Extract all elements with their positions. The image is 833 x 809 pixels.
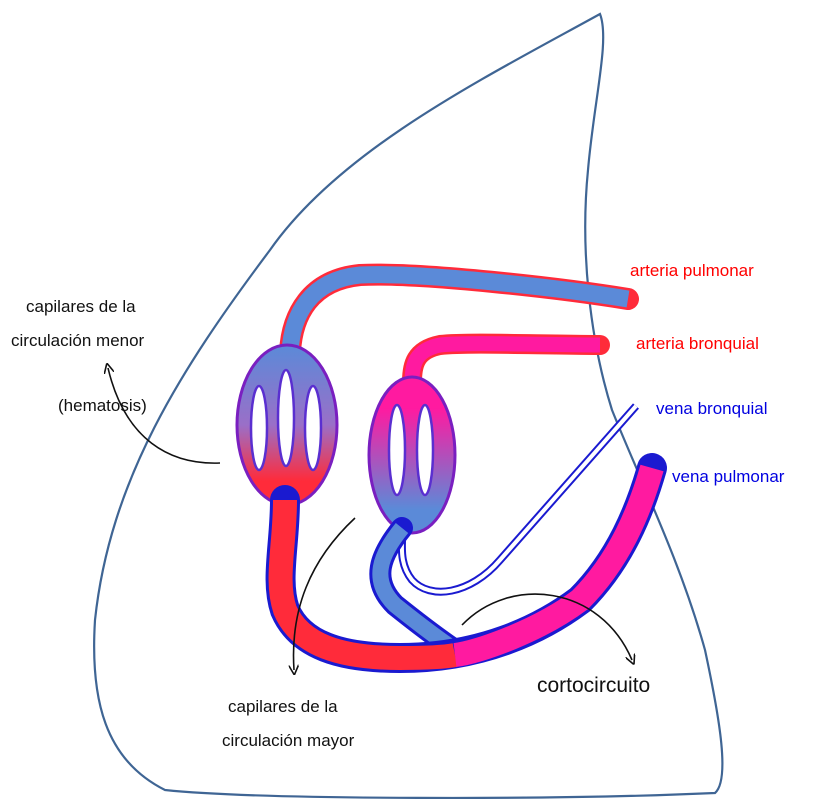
label-cap-mayor-line2: circulación mayor (222, 730, 354, 752)
label-cap-mayor-line1: capilares de la (228, 696, 338, 718)
bronchial-capillary-network (369, 377, 455, 533)
label-vena-pulmonar: vena pulmonar (672, 466, 784, 488)
label-cortocircuito: cortocircuito (537, 672, 650, 699)
label-vena-bronquial: vena bronquial (656, 398, 768, 420)
label-arteria-pulmonar: arteria pulmonar (630, 260, 754, 282)
label-cap-menor-line1: capilares de la (26, 296, 136, 318)
label-cap-menor-line2: circulación menor (11, 330, 144, 352)
label-hematosis: (hematosis) (58, 395, 147, 417)
label-arteria-bronquial: arteria bronquial (636, 333, 759, 355)
